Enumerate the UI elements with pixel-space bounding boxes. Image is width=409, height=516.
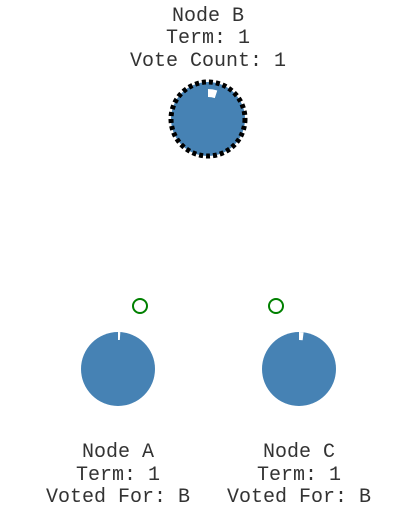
node-c-circle[interactable] [262,332,336,406]
node-c[interactable]: Node C Term: 1 Voted For: B [227,332,371,509]
node-a[interactable]: Node A Term: 1 Voted For: B [46,332,190,509]
node-b-vote-count: Vote Count: 1 [130,50,286,73]
node-a-term: Term: 1 [76,464,160,487]
node-b-term: Term: 1 [166,27,250,50]
node-a-election-timer [118,332,121,341]
node-b-name: Node B [172,5,244,28]
node-b-circle[interactable] [171,82,245,156]
node-c-election-timer [299,332,304,341]
node-c-term: Term: 1 [257,464,341,487]
message-to-node-a-icon [132,298,148,314]
node-c-name: Node C [263,441,335,464]
node-b-election-timer [208,89,218,99]
node-a-name: Node A [82,441,154,464]
node-a-voted-for: Voted For: B [46,486,190,509]
node-b-candidate-ring [168,79,248,159]
message-to-node-c-icon [268,298,284,314]
node-a-circle[interactable] [81,332,155,406]
node-b[interactable]: Node B Term: 1 Vote Count: 1 [130,5,286,159]
node-c-voted-for: Voted For: B [227,486,371,509]
